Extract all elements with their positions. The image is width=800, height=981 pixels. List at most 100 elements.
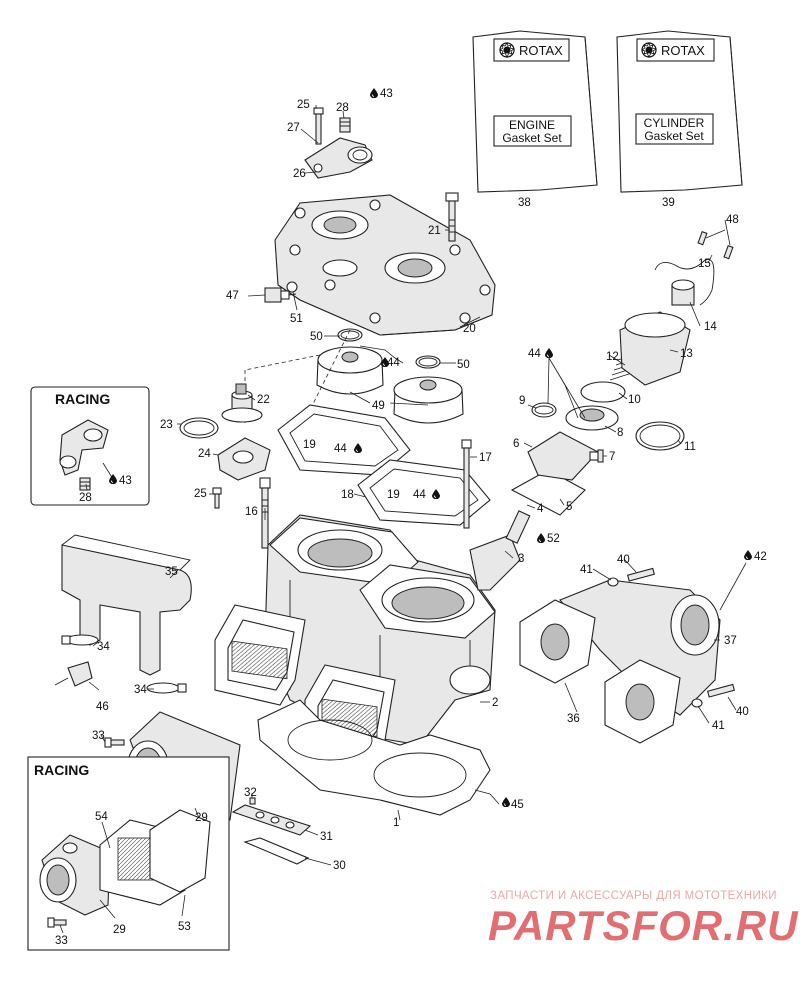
oil-drop-icon <box>537 533 545 543</box>
cylinder-head <box>274 194 496 336</box>
clamp-34-upper <box>61 634 99 646</box>
callout-21: 21 <box>428 225 441 237</box>
oil-drop-icon <box>744 550 752 560</box>
callout-25: 25 <box>297 99 310 111</box>
alignment-line <box>244 354 321 371</box>
callout-4: 4 <box>537 503 544 515</box>
callout-12: 12 <box>606 351 619 363</box>
rotax-logo-icon <box>499 42 515 58</box>
callout-36: 36 <box>567 713 580 725</box>
rotax-logo-icon <box>641 42 657 58</box>
callout-33-racing: 33 <box>55 935 68 947</box>
callout-35: 35 <box>165 566 178 578</box>
callout-31: 31 <box>320 831 333 843</box>
screws-48 <box>697 230 734 260</box>
callout-11: 11 <box>684 441 696 453</box>
support-46 <box>54 661 93 687</box>
callout-2: 2 <box>492 697 498 709</box>
head-gasket-19-left <box>277 404 411 476</box>
callout-18: 18 <box>341 489 354 501</box>
callout-34-lower: 34 <box>134 684 147 696</box>
diaphragm-10 <box>580 381 626 403</box>
racing-box-bottom-title: RACING <box>34 762 89 778</box>
screw-7 <box>597 449 604 463</box>
callout-28-racing: 28 <box>79 492 92 504</box>
screw-40-top <box>626 567 655 582</box>
reed-petal-30 <box>243 837 310 865</box>
combustion-chamber-insert-right <box>393 376 464 424</box>
callout-25-lower: 25 <box>194 488 207 500</box>
callout-9: 9 <box>519 395 525 407</box>
callout-23: 23 <box>160 419 173 431</box>
racing-box-bottom: RACING <box>27 756 230 951</box>
watermark: ЗАПЧАСТИ И АКСЕССУАРЫ ДЛЯ МОТОТЕХНИКИ PA… <box>488 890 799 949</box>
callout-1: 1 <box>393 817 399 829</box>
clamp-34-lower <box>146 682 187 694</box>
callout-19-right: 19 <box>387 489 400 501</box>
callout-27: 27 <box>287 122 300 134</box>
cylinder-card-brand: ROTAX <box>661 43 705 58</box>
head-gasket-19-right <box>357 459 491 526</box>
stud-17 <box>461 439 472 529</box>
washer-41-bottom <box>691 698 703 708</box>
callout-16: 16 <box>245 506 258 518</box>
head-bolt-21 <box>445 192 459 242</box>
engine-card-line1: ENGINE <box>509 118 555 132</box>
thermostat-housing-24 <box>217 437 271 481</box>
screw-32 <box>249 797 256 805</box>
callout-42: 42 <box>754 551 767 563</box>
valve-housing-6 <box>527 431 603 481</box>
callout-46: 46 <box>96 701 109 713</box>
callout-7: 7 <box>609 451 615 463</box>
cylinder-card-line1: CYLINDER <box>644 116 705 130</box>
rubber-manifold-35 <box>61 534 192 676</box>
callout-34-upper: 34 <box>97 641 110 653</box>
oil-drop-icon <box>370 88 378 98</box>
callout-13: 13 <box>680 348 693 360</box>
screw-25-lower <box>212 487 222 509</box>
callout-28: 28 <box>336 102 349 114</box>
callout-40-bottom: 40 <box>736 706 749 718</box>
callout-38: 38 <box>518 197 531 209</box>
valve-cover-13 <box>619 311 691 386</box>
watermark-logo: PARTSFOR.RU <box>488 902 799 949</box>
racing-box-top-title: RACING <box>55 391 110 407</box>
exhaust-valve-3 <box>469 510 531 591</box>
thermostat-22 <box>221 383 263 423</box>
gasket-5 <box>510 469 586 516</box>
water-outlet-elbow <box>304 137 373 179</box>
screw-25-top <box>313 107 324 145</box>
exhaust-flange-36-left <box>519 599 596 684</box>
callout-29-racing: 29 <box>113 924 126 936</box>
o-ring-50-left <box>337 328 363 342</box>
spring-clip-15 <box>654 258 715 306</box>
callout-8: 8 <box>617 427 623 439</box>
callout-40-top: 40 <box>617 554 630 566</box>
base-gasket <box>257 699 491 816</box>
callout-52: 52 <box>547 533 560 545</box>
callout-41-top: 41 <box>580 564 593 576</box>
callout-53: 53 <box>178 921 191 933</box>
callout-37: 37 <box>724 635 737 647</box>
callout-43-racing: 43 <box>119 475 132 487</box>
combustion-chamber-insert-left <box>316 346 384 395</box>
o-ring-9 <box>531 402 557 418</box>
callout-10: 10 <box>628 394 641 406</box>
cylinder-gasket-set-card: ROTAX CYLINDER Gasket Set <box>616 30 743 193</box>
callout-29-main: 29 <box>195 812 208 824</box>
screw-33-main <box>104 737 125 748</box>
callout-30: 30 <box>333 860 346 872</box>
screw-40-bottom <box>706 683 735 698</box>
piston-8 <box>565 405 619 431</box>
callout-3: 3 <box>518 553 524 565</box>
o-ring-11 <box>635 421 685 451</box>
cylinder-block <box>264 514 496 746</box>
callout-17: 17 <box>479 452 492 464</box>
callout-44-head: 44 <box>387 357 400 369</box>
plug-28-top <box>339 117 351 133</box>
callout-43: 43 <box>380 88 393 100</box>
engine-card-brand: ROTAX <box>519 43 563 58</box>
callout-26: 26 <box>293 168 306 180</box>
callout-51: 51 <box>290 313 303 325</box>
reed-valve-left <box>214 604 306 706</box>
